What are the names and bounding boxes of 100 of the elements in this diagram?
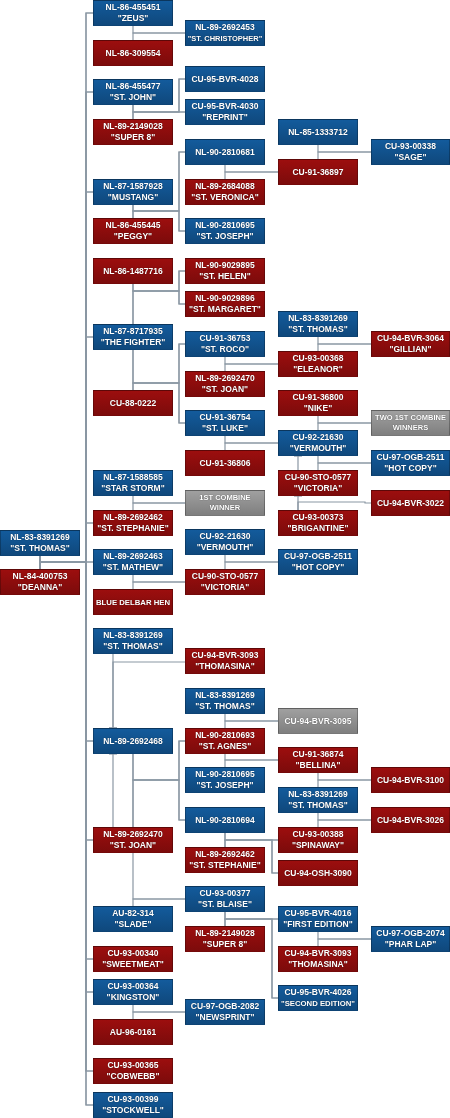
- connector-line: [317, 779, 372, 788]
- band-number: NL-84-400753: [12, 571, 68, 582]
- bird-name: "ST. STEPHANIE": [189, 860, 261, 871]
- pedigree-box: [93, 324, 173, 350]
- connector-line: [132, 32, 186, 41]
- bird-name: "GILLIAN": [389, 344, 432, 355]
- bird-name: "VICTORIA": [200, 582, 250, 593]
- pedigree-box: [185, 371, 265, 397]
- bird-name: "ST. MATHEW": [102, 562, 164, 573]
- band-number: NL-89-2692462: [103, 512, 163, 523]
- bird-name: "NIKE": [303, 403, 333, 414]
- band-number: NL-87-1588585: [103, 472, 163, 483]
- bird-name: "ST. LUKE": [202, 423, 248, 434]
- pedigree-box: [278, 351, 358, 377]
- box-label: CU-91-36897: [292, 166, 344, 178]
- band-number: CU-90-STO-0577: [284, 472, 352, 483]
- bird-name: "ST. THOMAS": [195, 701, 255, 712]
- band-number: CU-97-OGB-2511: [376, 452, 445, 463]
- band-number: NL-89-2692463: [103, 551, 163, 562]
- bird-name: "STAR STORM": [101, 483, 165, 494]
- pedigree-box: [185, 450, 265, 476]
- connector-line: [132, 581, 186, 590]
- pedigree-box: [185, 767, 265, 793]
- band-number: CU-95-BVR-4030: [191, 101, 259, 112]
- bird-name: "HOT COPY": [291, 562, 345, 573]
- bird-name: "ST. JOAN": [201, 384, 249, 395]
- pedigree-box: [93, 470, 173, 496]
- pedigree-box: [0, 569, 80, 595]
- band-number: NL-89-2692470: [195, 373, 255, 384]
- box-label: CU-88-0222: [109, 397, 157, 409]
- pedigree-box: [93, 979, 173, 1005]
- band-number: NL-89-2684088: [195, 181, 255, 192]
- pedigree-box: [93, 1092, 173, 1118]
- pedigree-box: [278, 747, 358, 773]
- pedigree-box: [278, 119, 358, 145]
- box-label: NL-90-2810694: [195, 814, 255, 826]
- pedigree-box: [278, 906, 358, 932]
- band-number: NL-83-8391269: [195, 690, 255, 701]
- band-number: CU-93-00340: [107, 948, 159, 959]
- bird-name: "SPINAWAY": [291, 840, 345, 851]
- connector-line: [224, 839, 279, 874]
- pedigree-box: [185, 807, 265, 833]
- pedigree-box: [278, 827, 358, 853]
- band-number: CU-95-BVR-4016: [284, 908, 352, 919]
- band-number: NL-83-8391269: [103, 630, 163, 641]
- bird-name: "THOMASINA": [195, 661, 255, 672]
- bird-name: "SLADE": [114, 919, 152, 930]
- band-number: CU-92-21630: [199, 531, 251, 542]
- bird-name: "NEWSPRINT": [195, 1012, 255, 1023]
- pedigree-box: [185, 999, 265, 1025]
- box-label: NL-86-309554: [105, 47, 161, 59]
- pedigree-box: [93, 179, 173, 205]
- pedigree-box: [93, 946, 173, 972]
- bird-name: "KINGSTON": [106, 992, 160, 1003]
- band-number: CU-94-BVR-3064: [376, 333, 445, 344]
- pedigree-box: [371, 490, 450, 516]
- bird-name: "ST. HELEN": [199, 271, 251, 282]
- box-label: CU-94-OSH-3090: [284, 867, 352, 879]
- band-number: NL-90-9029895: [195, 260, 255, 271]
- box-label: NL-90-2810681: [195, 146, 255, 158]
- pedigree-box: [278, 430, 358, 456]
- pedigree-box: [93, 589, 173, 615]
- pedigree-box: [185, 648, 265, 674]
- band-number: NL-89-2692453: [195, 22, 255, 33]
- pedigree-box: [93, 119, 173, 145]
- pedigree-box: [278, 708, 358, 734]
- connector-line: [224, 561, 279, 570]
- box-label: CU-91-36806: [199, 457, 251, 469]
- bird-name: "DEANNA": [17, 582, 63, 593]
- connector-line: [317, 819, 372, 828]
- bird-name: "ST. JOAN": [109, 840, 157, 851]
- bird-name: "HOT COPY": [384, 463, 437, 474]
- bird-name: "ST. STEPHANIE": [97, 523, 169, 534]
- pedigree-box: [371, 139, 450, 165]
- bird-name: "ST. VERONICA": [191, 192, 259, 203]
- pedigree-box: [93, 40, 173, 66]
- band-number: CU-92-21630: [292, 432, 344, 443]
- bird-name: "BELLINA": [295, 760, 341, 771]
- band-number: CU-93-00338: [385, 141, 436, 152]
- pedigree-box: [371, 807, 450, 833]
- bird-name: "ST. MARGARET": [189, 304, 261, 315]
- band-number: NL-87-1587928: [103, 181, 163, 192]
- band-number: NL-86-455477: [105, 81, 161, 92]
- pedigree-box: [278, 787, 358, 813]
- pedigree-box: [93, 390, 173, 416]
- pedigree-box: [371, 450, 450, 476]
- pedigree-box: [185, 529, 265, 555]
- pedigree-box: [185, 139, 265, 165]
- connector-line: [317, 462, 372, 471]
- pedigree-box: [93, 0, 173, 26]
- bird-name: "SAGE": [394, 152, 427, 163]
- pedigree-box: [185, 688, 265, 714]
- bird-name: "BRIGANTINE": [287, 523, 349, 534]
- band-number: CU-91-36800: [292, 392, 344, 403]
- band-number: CU-93-00399: [107, 1094, 159, 1105]
- bird-name: "STOCKWELL": [102, 1105, 164, 1116]
- band-number: CU-94-BVR-3093: [284, 948, 352, 959]
- pedigree-box: [93, 1019, 173, 1045]
- band-number: NL-90-9029896: [195, 293, 255, 304]
- box-label: NL-85-1333712: [288, 126, 348, 138]
